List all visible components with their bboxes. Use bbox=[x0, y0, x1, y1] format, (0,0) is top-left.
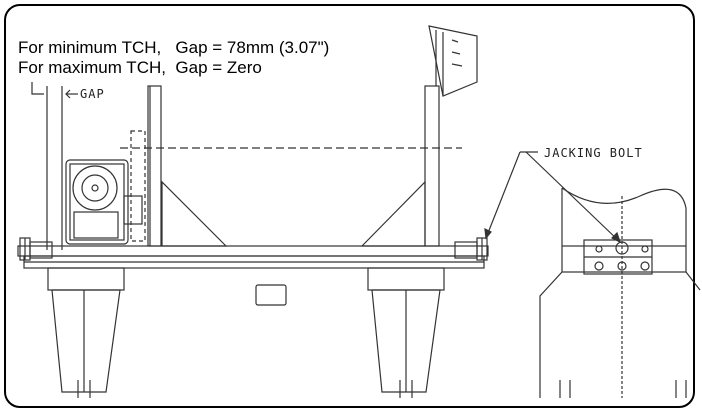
left-bolt bbox=[19, 237, 53, 261]
right-gusset bbox=[360, 180, 426, 247]
right-leg bbox=[367, 267, 445, 398]
gap-label: GAP bbox=[80, 87, 105, 101]
jacking-bolt-label: JACKING BOLT bbox=[544, 146, 643, 160]
side-view bbox=[539, 187, 701, 398]
left-post bbox=[147, 85, 162, 247]
left-leg bbox=[47, 267, 125, 398]
min-tch-note: For minimum TCH, Gap = 78mm (3.07") bbox=[18, 38, 330, 57]
center-tube bbox=[255, 284, 287, 306]
drawing-frame bbox=[4, 4, 695, 408]
left-gusset bbox=[161, 180, 228, 247]
jacking-bolt-callout: JACKING BOLT bbox=[484, 146, 643, 244]
max-tch-note: For maximum TCH, Gap = Zero bbox=[18, 58, 262, 77]
right-bolt bbox=[454, 237, 488, 261]
gearbox bbox=[65, 159, 143, 245]
gap-dimension: GAP bbox=[31, 82, 105, 250]
main-beam bbox=[17, 245, 489, 269]
right-post bbox=[424, 25, 478, 247]
pulley-outline bbox=[130, 130, 146, 242]
